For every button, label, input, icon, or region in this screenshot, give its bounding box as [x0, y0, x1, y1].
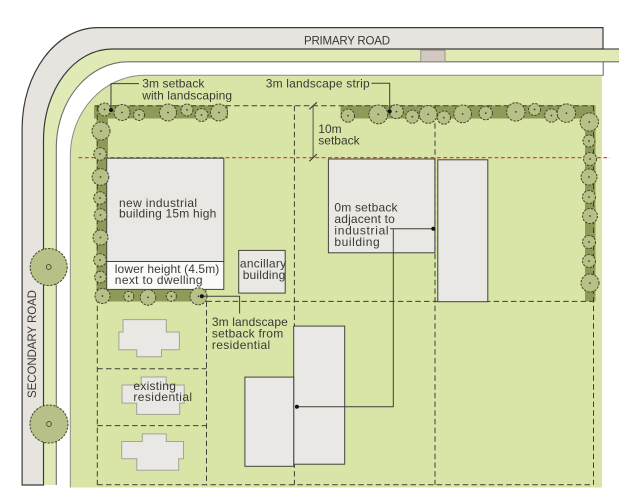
svg-text:building 15m high: building 15m high	[119, 207, 216, 221]
svg-text:0m setback: 0m setback	[334, 200, 398, 214]
svg-text:existing: existing	[133, 379, 176, 393]
svg-text:building: building	[334, 235, 379, 249]
svg-text:3m landscape: 3m landscape	[212, 315, 288, 329]
svg-text:adjacent to: adjacent to	[334, 212, 395, 226]
svg-text:3m setback: 3m setback	[142, 77, 205, 91]
svg-text:with landscaping: with landscaping	[141, 89, 232, 103]
svg-text:residential: residential	[212, 338, 270, 352]
svg-text:ancillary: ancillary	[240, 257, 286, 271]
svg-text:PRIMARY ROAD: PRIMARY ROAD	[304, 35, 390, 47]
svg-text:residential: residential	[133, 390, 192, 404]
svg-text:lower height (4.5m): lower height (4.5m)	[115, 262, 220, 276]
svg-text:building: building	[243, 268, 286, 282]
svg-text:10m: 10m	[318, 122, 341, 136]
svg-text:setback from: setback from	[212, 327, 283, 341]
svg-text:SECONDARY ROAD: SECONDARY ROAD	[27, 290, 39, 398]
svg-text:new industrial: new industrial	[119, 196, 197, 210]
svg-text:next to dwelling: next to dwelling	[115, 273, 203, 287]
svg-text:setback: setback	[318, 134, 360, 148]
svg-text:3m landscape strip: 3m landscape strip	[266, 76, 370, 90]
svg-text:industrial: industrial	[334, 224, 388, 238]
